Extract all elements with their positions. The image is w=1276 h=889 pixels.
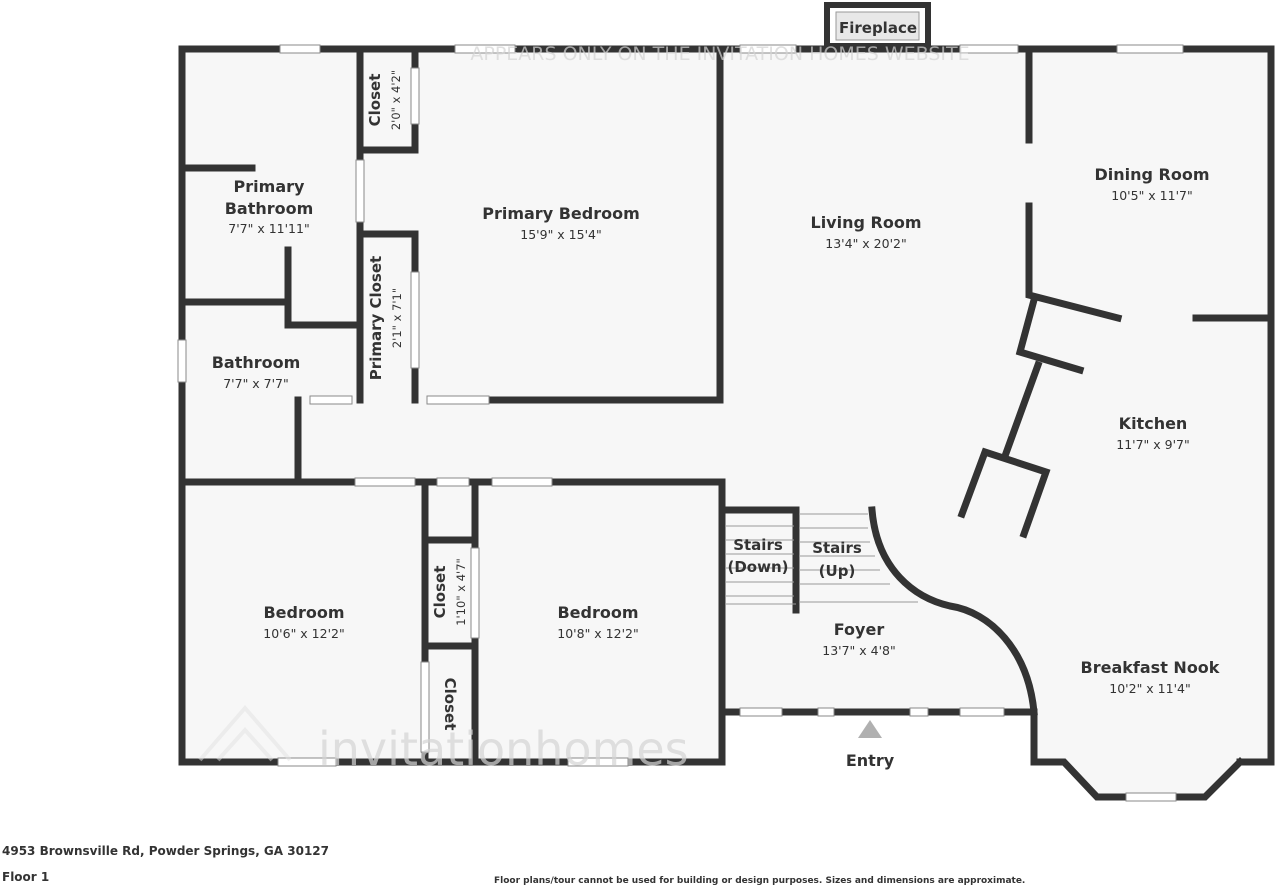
disclaimer: Floor plans/tour cannot be used for buil… <box>494 876 1026 886</box>
floor-area <box>182 49 1271 797</box>
room-primary-bedroom: Primary Bedroom 15'9" x 15'4" <box>482 204 640 242</box>
room-closet-mid-dim: 1'10" x 4'7" <box>454 558 468 626</box>
watermark-notice: APPEARS ONLY ON THE INVITATION HOMES WEB… <box>470 43 969 65</box>
room-bedroom-left-dim: 10'6" x 12'2" <box>263 626 344 641</box>
room-bedroom-right-dim: 10'8" x 12'2" <box>557 626 638 641</box>
room-primary-bedroom-name: Primary Bedroom <box>482 204 640 223</box>
room-breakfast-nook-name: Breakfast Nook <box>1081 658 1220 677</box>
room-foyer: Foyer 13'7" x 4'8" <box>822 620 895 658</box>
room-primary-closet: Primary Closet 2'1" x 7'1" <box>367 256 404 380</box>
room-closet-mid: Closet 1'10" x 4'7" <box>431 558 468 626</box>
room-primary-closet-dim: 2'1" x 7'1" <box>390 288 404 348</box>
stairs-down-line1: Stairs <box>733 536 783 554</box>
room-breakfast-nook-dim: 10'2" x 11'4" <box>1109 681 1190 696</box>
watermark-brand: invitationhomes <box>318 722 689 776</box>
room-kitchen-name: Kitchen <box>1119 414 1188 433</box>
watermark-logo-icon <box>198 704 292 762</box>
room-primary-bathroom-name-1: Primary <box>234 177 305 196</box>
room-dining-room-name: Dining Room <box>1094 165 1209 184</box>
stairs-up-line2: (Up) <box>819 562 856 580</box>
room-closet-mid-name: Closet <box>431 566 449 619</box>
room-dining-room: Dining Room 10'5" x 11'7" <box>1094 165 1209 203</box>
room-bedroom-left: Bedroom 10'6" x 12'2" <box>263 603 344 641</box>
room-primary-bathroom-name-2: Bathroom <box>225 199 314 218</box>
room-dining-room-dim: 10'5" x 11'7" <box>1111 188 1192 203</box>
room-living-room-dim: 13'4" x 20'2" <box>825 236 906 251</box>
room-kitchen: Kitchen 11'7" x 9'7" <box>1116 414 1189 452</box>
room-primary-bathroom-dim: 7'7" x 11'11" <box>228 221 309 236</box>
room-closet-top-dim: 2'0" x 4'2" <box>389 70 403 130</box>
room-bedroom-left-name: Bedroom <box>263 603 344 622</box>
stairs-down-line2: (Down) <box>727 558 788 576</box>
room-primary-closet-name: Primary Closet <box>367 256 385 380</box>
room-living-room-name: Living Room <box>811 213 922 232</box>
room-bedroom-right: Bedroom 10'8" x 12'2" <box>557 603 638 641</box>
room-bedroom-right-name: Bedroom <box>557 603 638 622</box>
windows <box>177 44 1184 802</box>
room-foyer-name: Foyer <box>834 620 885 639</box>
room-breakfast-nook: Breakfast Nook 10'2" x 11'4" <box>1081 658 1220 696</box>
room-primary-bedroom-dim: 15'9" x 15'4" <box>520 227 601 242</box>
room-living-room: Living Room 13'4" x 20'2" <box>811 213 922 251</box>
room-kitchen-dim: 11'7" x 9'7" <box>1116 437 1189 452</box>
stairs-up-line1: Stairs <box>812 539 862 557</box>
entry-arrow-icon <box>858 720 882 738</box>
room-closet-low-name: Closet <box>441 678 459 731</box>
stairs-down: Stairs (Down) <box>727 536 788 576</box>
stairs-up: Stairs (Up) <box>812 539 862 580</box>
stairs <box>726 513 918 605</box>
room-closet-top-name: Closet <box>366 74 384 127</box>
entry-label: Entry <box>846 751 895 770</box>
room-primary-bathroom: Primary Bathroom 7'7" x 11'11" <box>225 177 314 236</box>
fireplace-label: Fireplace <box>839 19 917 37</box>
room-bathroom: Bathroom 7'7" x 7'7" <box>212 353 301 391</box>
fireplace: Fireplace <box>824 2 931 49</box>
floor-label: Floor 1 <box>2 870 50 884</box>
room-closet-low: Closet <box>441 678 459 731</box>
room-foyer-dim: 13'7" x 4'8" <box>822 643 895 658</box>
room-bathroom-dim: 7'7" x 7'7" <box>223 376 289 391</box>
property-address: 4953 Brownsville Rd, Powder Springs, GA … <box>2 844 329 858</box>
room-bathroom-name: Bathroom <box>212 353 301 372</box>
room-closet-top: Closet 2'0" x 4'2" <box>366 70 403 130</box>
